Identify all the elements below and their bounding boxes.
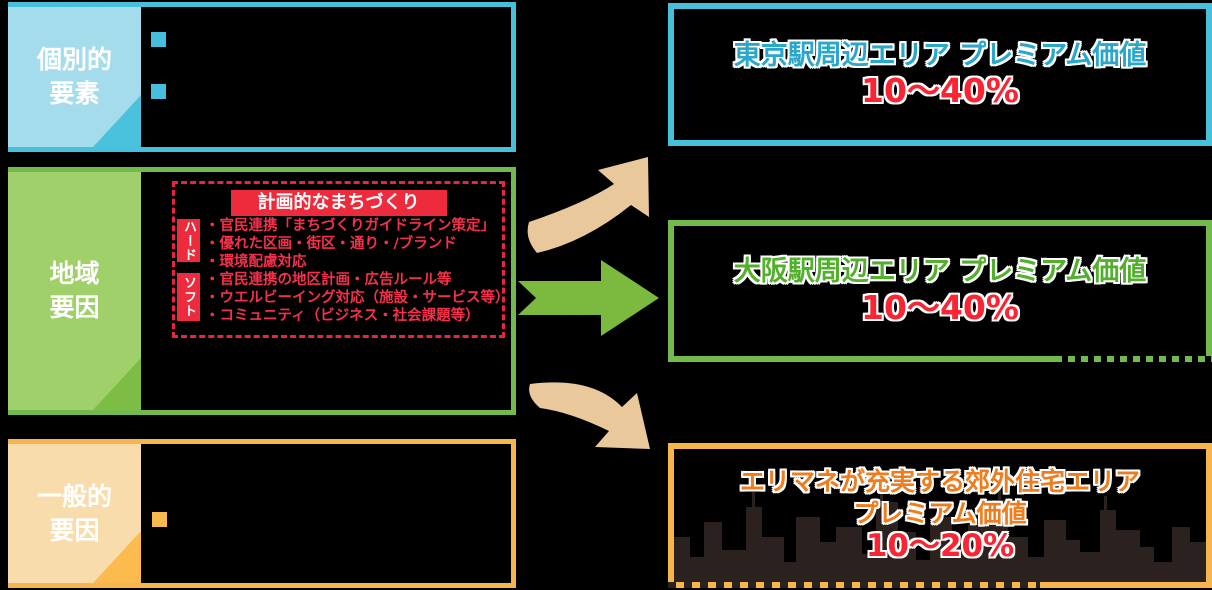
- hard-item: ・優れた区画・街区・通り・/ブランド: [205, 236, 457, 252]
- factor-row-regional: 地域 要因 計画的なまちづくり ハード ・官民連携「まちづくりガイドライン策定」…: [8, 167, 516, 415]
- result-title: 大阪駅周辺エリア プレミアム価値: [733, 256, 1147, 288]
- factor-row-individual: 個別的 要素: [8, 2, 516, 152]
- result-value: 10〜20%: [865, 527, 1015, 564]
- factor-label-line: 要因: [49, 293, 100, 322]
- soft-item: ・ウエルビーイング対応（施設・サービス等）: [205, 290, 510, 306]
- result-title-line2: プレミアム価値: [853, 498, 1027, 528]
- factor-label-line: 地域: [49, 259, 100, 289]
- soft-item: ・官民連携の地区計画・広告ルール等: [205, 272, 452, 288]
- corner-fold-icon: [93, 95, 141, 147]
- factor-label-general: 一般的 要因: [8, 444, 141, 583]
- soft-item: ・コミュニティ（ビジネス・社会課題等）: [205, 308, 480, 324]
- hard-item: ・官民連携「まちづくりガイドライン策定」: [205, 218, 495, 234]
- corner-fold-icon: [93, 358, 141, 410]
- hard-item-list: ・官民連携「まちづくりガイドライン策定」 ・優れた区画・街区・通り・/ブランド …: [205, 217, 495, 271]
- arrow-curved-up-icon: [527, 157, 649, 253]
- bullet-square-icon: [151, 32, 166, 47]
- factor-label-individual: 個別的 要素: [8, 7, 141, 147]
- result-value: 10〜40%: [861, 71, 1019, 111]
- result-box-suburban: エリマネが充実する郊外住宅エリア プレミアム価値 10〜20%: [668, 443, 1212, 588]
- result-title: 東京駅周辺エリア プレミアム価値: [733, 39, 1147, 71]
- factor-label-line: 個別的: [36, 45, 112, 75]
- result-value: 10〜40%: [861, 287, 1019, 327]
- result-box-osaka: 大阪駅周辺エリア プレミアム価値 10〜40%: [668, 220, 1212, 362]
- city-skyline-silhouette: [674, 488, 1206, 582]
- arrow-curved-down-icon: [529, 382, 650, 449]
- plan-title: 計画的なまちづくり: [230, 190, 447, 216]
- soft-label: ソフト: [177, 273, 200, 321]
- arrow-straight-right-icon: [518, 260, 659, 336]
- result-box-tokyo: 東京駅周辺エリア プレミアム価値 10〜40%: [668, 3, 1212, 146]
- bullet-square-icon: [152, 512, 167, 527]
- factor-label-line: 要素: [49, 79, 100, 108]
- factor-label-regional: 地域 要因: [8, 172, 141, 410]
- factor-label-line: 要因: [49, 515, 100, 545]
- hard-item: ・環境配慮対応: [205, 254, 307, 270]
- factor-label-line: 一般的: [36, 481, 112, 511]
- bullet-square-icon: [151, 84, 166, 99]
- plan-dashed-box: 計画的なまちづくり ハード ・官民連携「まちづくりガイドライン策定」 ・優れた区…: [172, 181, 510, 338]
- hard-label: ハード: [177, 219, 200, 262]
- serrated-edge: [1062, 356, 1212, 362]
- soft-item-list: ・官民連携の地区計画・広告ルール等 ・ウエルビーイング対応（施設・サービス等） …: [205, 271, 510, 325]
- result-title-line1: エリマネが充実する郊外住宅エリア: [739, 467, 1140, 497]
- corner-fold-icon: [93, 531, 141, 583]
- serrated-edge: [668, 582, 1040, 588]
- factor-row-general: 一般的 要因: [8, 439, 516, 588]
